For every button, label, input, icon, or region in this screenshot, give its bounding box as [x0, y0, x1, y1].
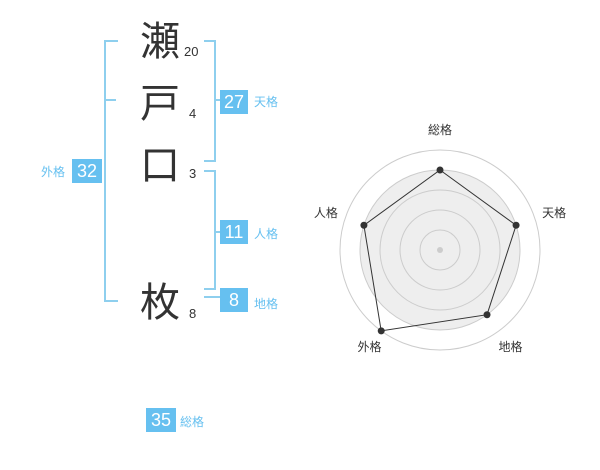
jinkaku-bracket-tick [214, 231, 222, 233]
name-char-4: 枚 [140, 280, 180, 326]
radar-point-1 [512, 221, 520, 229]
radar-grid-ring-5 [339, 149, 541, 351]
jinkaku-value: 11 [220, 220, 248, 244]
soukaku-label: 総格 [180, 415, 205, 429]
name-char-1: 瀬 [140, 19, 180, 65]
radar-point-4 [360, 221, 368, 229]
radar-point-0 [436, 166, 444, 174]
radar-grid-ring-2 [399, 209, 481, 291]
radar-grid-ring-3 [379, 189, 501, 311]
radar-points [360, 166, 520, 335]
gaikaku-bracket [104, 40, 118, 302]
radar-axis-label-0: 総格 [428, 122, 452, 137]
radar-center-dot [437, 247, 443, 253]
radar-grid-ring-1 [419, 229, 461, 271]
gaikaku-bracket-tick [104, 99, 116, 101]
tenkaku-bracket [204, 40, 216, 162]
chikaku-label: 地格 [254, 297, 279, 311]
radar-axis-label-3: 外格 [357, 339, 381, 354]
radar-point-3 [377, 327, 385, 335]
radar-axis-label-4: 人格 [314, 205, 338, 220]
gaikaku-label: 外格 [41, 165, 66, 179]
tenkaku-label: 天格 [254, 95, 279, 109]
radar-grid [339, 149, 541, 351]
radar-series-polygon [363, 169, 517, 332]
tenkaku-value: 27 [220, 90, 248, 114]
chikaku-value: 8 [220, 288, 248, 312]
name-char-3: 口 [140, 143, 180, 189]
radar-point-2 [483, 311, 491, 319]
gaikaku-value: 32 [72, 159, 102, 183]
stroke-count-4: 8 [189, 306, 197, 321]
radar-axis-label-2: 地格 [498, 339, 522, 354]
jinkaku-label: 人格 [254, 227, 279, 241]
jinkaku-bracket [204, 170, 216, 290]
radar-axis-label-1: 天格 [542, 205, 566, 220]
stroke-count-2: 4 [189, 106, 197, 121]
soukaku-value: 35 [146, 408, 176, 432]
stroke-count-1: 20 [184, 44, 199, 59]
name-char-2: 戸 [140, 81, 180, 127]
chikaku-bracket-tick [204, 296, 222, 298]
stroke-count-3: 3 [189, 166, 197, 181]
tenkaku-bracket-tick [214, 99, 222, 101]
